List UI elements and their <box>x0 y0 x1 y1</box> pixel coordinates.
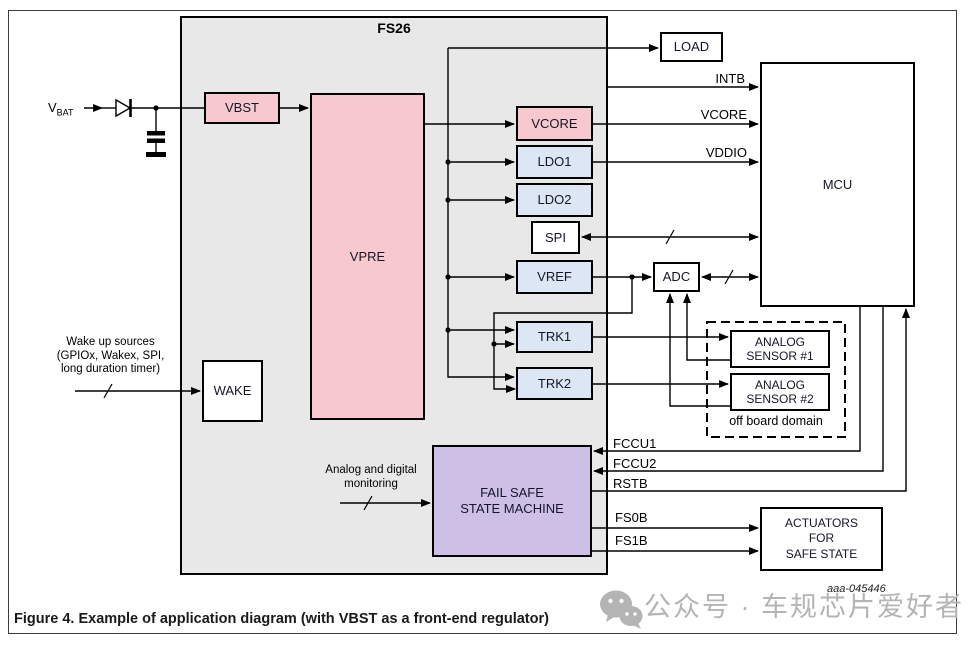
rstb-label: RSTB <box>613 476 648 491</box>
analog-sensor2-block: ANALOG SENSOR #2 <box>730 373 830 411</box>
fs1b-label: FS1B <box>615 533 648 548</box>
vpre-rail <box>447 48 515 381</box>
sensor1-to-adc-wire <box>683 293 730 361</box>
drawing-id: aaa-045446 <box>827 583 886 595</box>
vddio-label: VDDIO <box>705 145 747 160</box>
wake-up-sources-note: Wake up sources (GPIOx, Wakex, SPI, long… <box>56 336 165 375</box>
actuators-block: ACTUATORS FOR SAFE STATE <box>760 507 883 571</box>
vcore-block: VCORE <box>516 106 593 141</box>
vbat-label: VBAT <box>48 100 74 118</box>
bus-slash-monitoring <box>363 495 373 511</box>
trk1-block: TRK1 <box>516 321 593 353</box>
vref-track-rail <box>493 277 633 393</box>
wake-block: WAKE <box>202 360 263 422</box>
fs0b-label: FS0B <box>615 510 648 525</box>
vbst-block: VBST <box>204 92 280 124</box>
spi-block: SPI <box>531 221 580 254</box>
diode-icon <box>115 98 132 118</box>
junction-dots <box>146 105 635 347</box>
off-board-domain-box <box>706 321 846 438</box>
capacitor-icon <box>147 131 165 136</box>
mcu-block: MCU <box>760 62 915 307</box>
intb-label: INTB <box>715 71 745 86</box>
bus-slash-wake <box>103 383 113 399</box>
figure-frame <box>8 10 957 634</box>
rstb-wire <box>592 308 910 492</box>
fail-safe-state-machine-block: FAIL SAFE STATE MACHINE <box>432 445 592 557</box>
fs26-title: FS26 <box>377 20 411 36</box>
figure-caption: Figure 4. Example of application diagram… <box>14 611 549 627</box>
ldo2-block: LDO2 <box>516 183 593 217</box>
vcore-signal-label: VCORE <box>700 107 747 122</box>
off-board-domain-label: off board domain <box>729 414 823 428</box>
sensor2-to-adc-wire <box>666 293 730 407</box>
vref-block: VREF <box>516 260 593 294</box>
analog-sensor1-block: ANALOG SENSOR #1 <box>730 330 830 368</box>
bus-slash-adc <box>724 269 734 285</box>
fccu2-label: FCCU2 <box>613 456 657 471</box>
load-block: LOAD <box>660 32 723 62</box>
ldo1-block: LDO1 <box>516 145 593 179</box>
monitoring-note: Analog and digital monitoring <box>325 464 417 490</box>
bus-slash-spi <box>665 229 675 245</box>
fccu1-wire <box>593 307 861 455</box>
vpre-block: VPRE <box>310 93 425 420</box>
trk2-block: TRK2 <box>516 367 593 400</box>
adc-block: ADC <box>653 262 700 292</box>
fccu2-wire <box>593 307 884 475</box>
fccu1-label: FCCU1 <box>613 436 657 451</box>
ground-icon <box>146 152 166 157</box>
